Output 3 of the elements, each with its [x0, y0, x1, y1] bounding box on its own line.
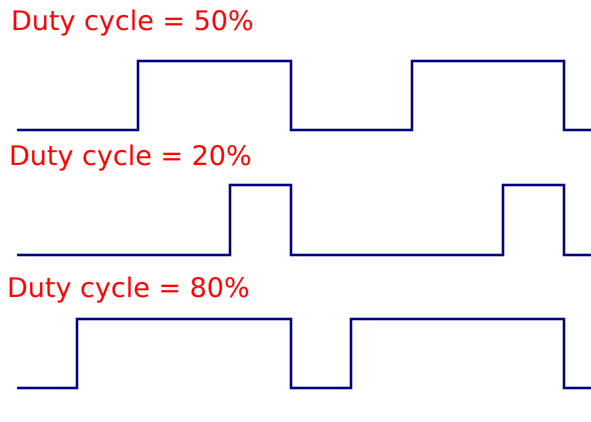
duty-cycle-label: Duty cycle = 50%	[11, 6, 254, 38]
duty-cycle-label: Duty cycle = 20%	[9, 141, 252, 173]
duty-cycle-label: Duty cycle = 80%	[7, 273, 250, 305]
